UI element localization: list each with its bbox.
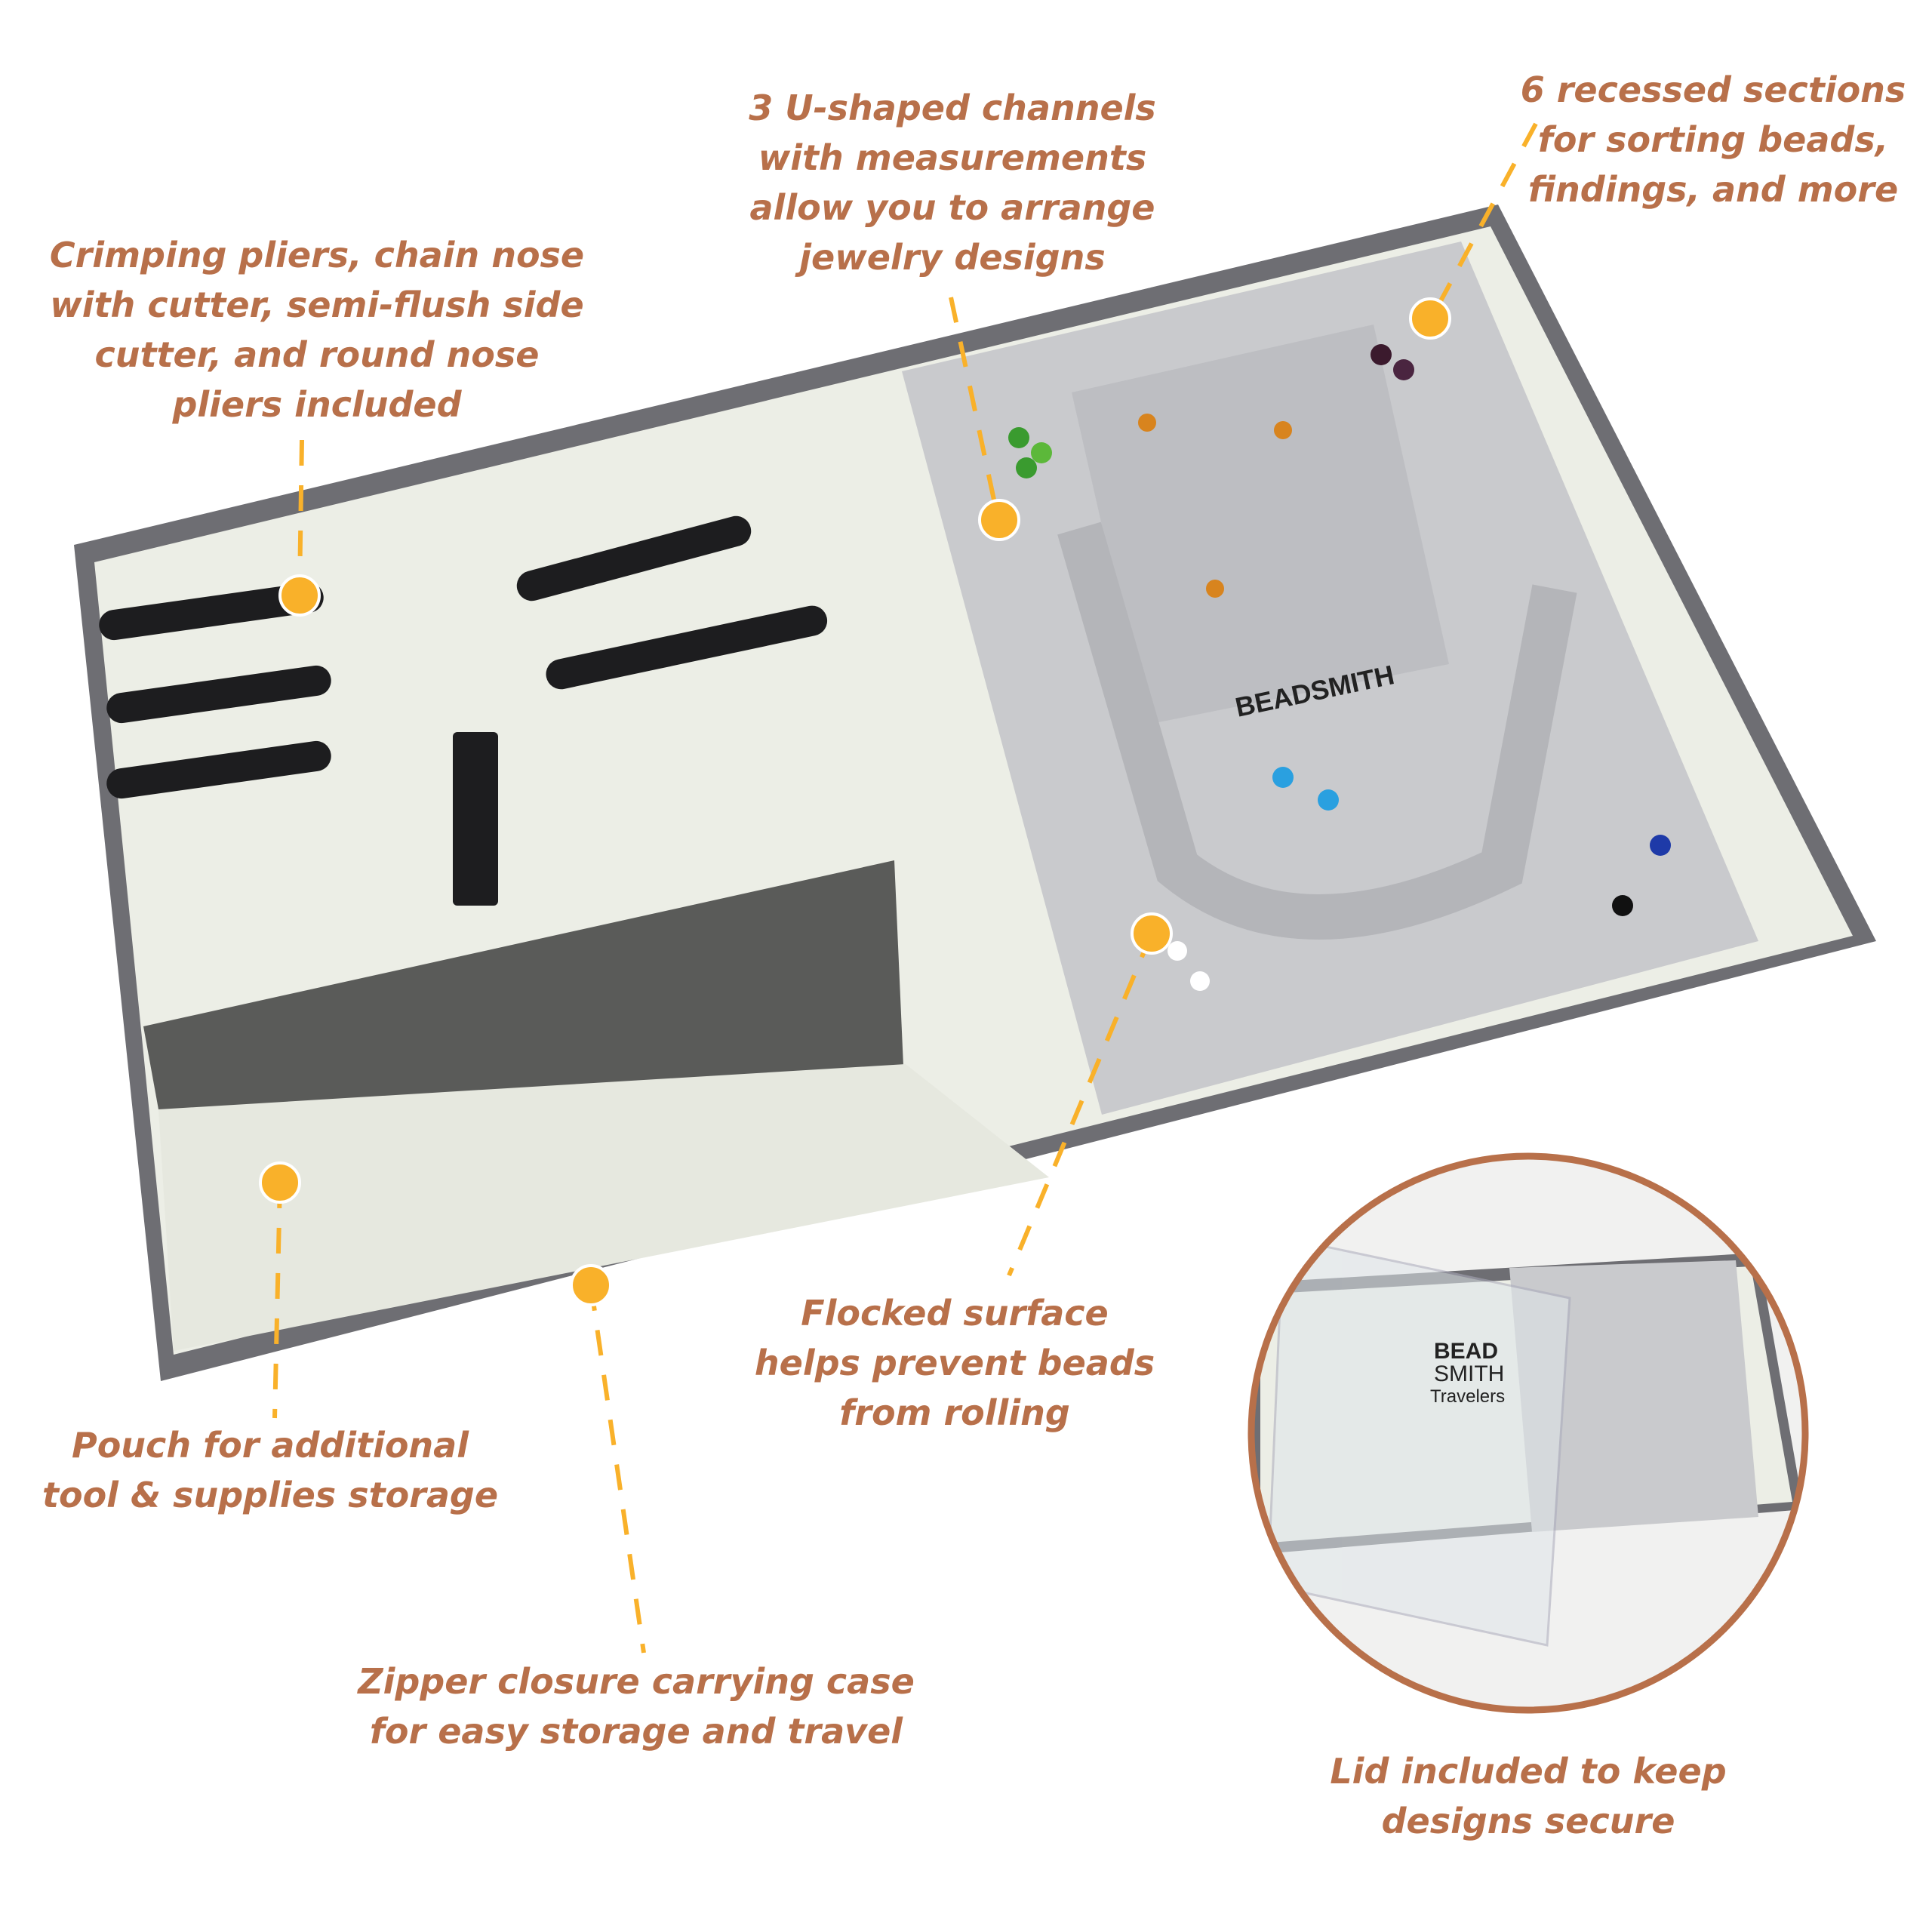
callout-line: for sorting beads, (1537, 119, 1889, 160)
callout-line: Zipper closure carrying case (358, 1661, 915, 1702)
callout-pouch: Pouch for additional tool & supplies sto… (42, 1420, 498, 1520)
callout-line: jewelry designs (799, 237, 1106, 278)
callout-dots (259, 297, 1451, 1306)
callout-line: with measurements (758, 137, 1147, 178)
callout-line: from rolling (839, 1392, 1070, 1433)
callout-line: Pouch for additional (71, 1425, 469, 1466)
callout-lid: Lid included to keep designs secure (1330, 1746, 1726, 1846)
callout-flocked-surface: Flocked surface helps prevent beads from… (755, 1288, 1155, 1438)
callout-line: with cutter, semi-flush side (50, 285, 584, 325)
callout-u-channels: 3 U-shaped channels with measurements al… (749, 83, 1156, 282)
callout-line: 3 U-shaped channels (749, 88, 1156, 128)
beads (1008, 344, 1671, 991)
callout-zipper: Zipper closure carrying case for easy st… (358, 1657, 915, 1756)
tray-center (1072, 325, 1449, 724)
callout-line: cutter, and round nose (94, 334, 540, 375)
pouch (158, 1064, 1049, 1351)
callout-line: findings, and more (1527, 169, 1899, 210)
callout-line: helps prevent beads (754, 1343, 1155, 1383)
callout-line: Crimping pliers, chain nose (49, 235, 585, 275)
lid-inset-photo: BEAD SMITH Travelers (1253, 1158, 1804, 1709)
callout-line: pliers included (172, 384, 462, 425)
callout-recessed-sections: 6 recessed sections for sorting beads, f… (1521, 65, 1906, 214)
inset-logo-smith: SMITH (1434, 1361, 1504, 1386)
callout-line: Lid included to keep (1330, 1751, 1727, 1792)
callout-line: 6 recessed sections (1520, 69, 1906, 110)
inset-logo-travelers: Travelers (1430, 1386, 1505, 1407)
callout-pliers: Crimping pliers, chain nose with cutter,… (50, 230, 584, 429)
callout-lines (272, 122, 1538, 1654)
inset-circle-border (1247, 1152, 1809, 1714)
callout-line: allow you to arrange (749, 187, 1155, 228)
callout-line: for easy storage and travel (369, 1711, 903, 1752)
callout-line: tool & supplies storage (42, 1475, 499, 1515)
pliers (99, 515, 828, 906)
callout-line: Flocked surface (801, 1293, 1109, 1334)
mesh-pouch (143, 860, 906, 1117)
inset-logo-bead: BEAD (1434, 1339, 1498, 1364)
callout-line: designs secure (1381, 1801, 1675, 1841)
u-channel (1057, 521, 1577, 940)
